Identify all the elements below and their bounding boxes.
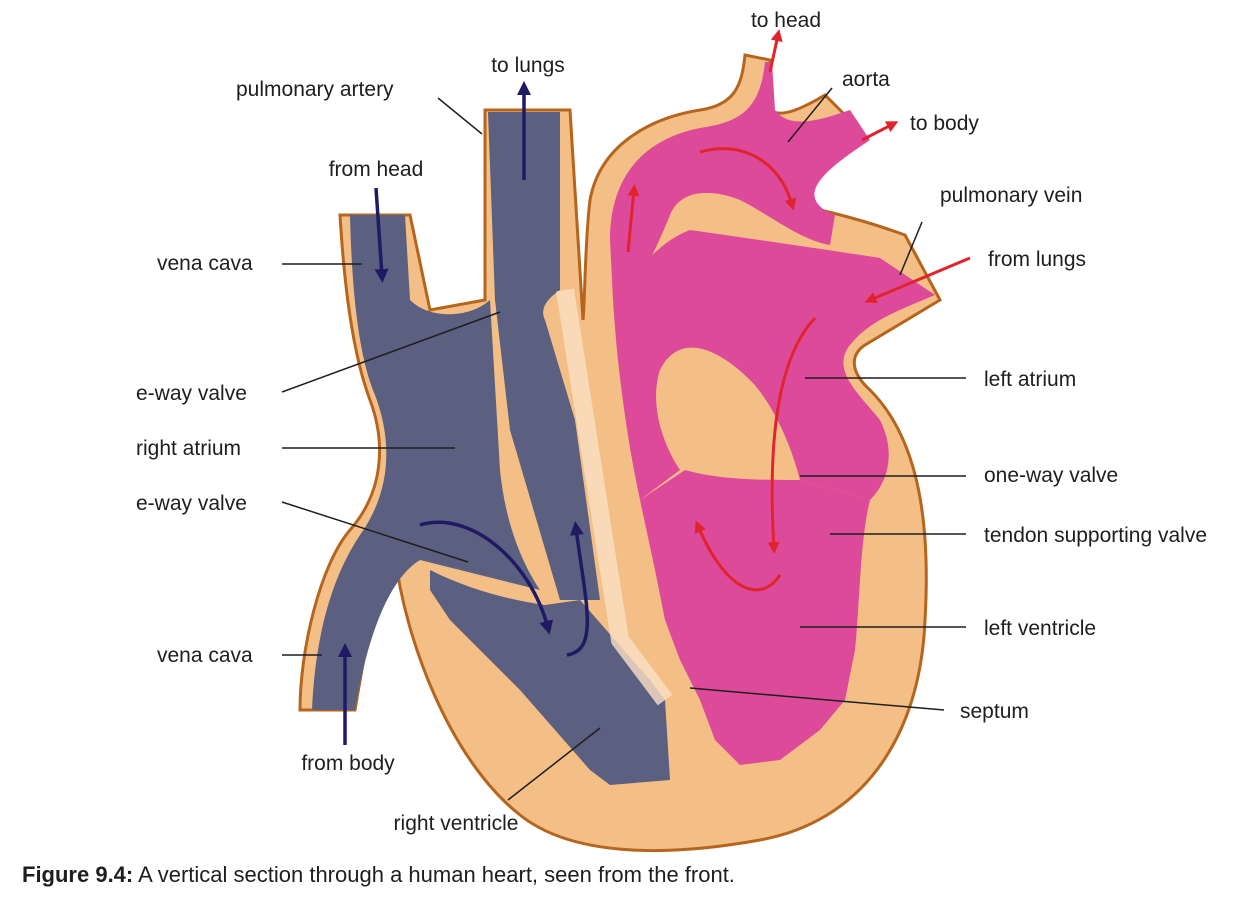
from-body-label: from body	[301, 752, 395, 775]
atrium-down-arrow	[767, 316, 817, 554]
to-head-label: to head	[751, 9, 821, 32]
right-ventricle-label: right ventricle	[394, 812, 519, 835]
figure-caption: Figure 9.4: A vertical section through a…	[22, 862, 735, 888]
e-way-valve-bottom-leader	[281, 501, 469, 563]
to-lungs-label: to lungs	[491, 54, 565, 77]
from-head-label: from head	[329, 158, 424, 181]
left-ventricle-label: left ventricle	[984, 617, 1096, 640]
left-atrium-region	[612, 230, 935, 500]
pulmonary-artery-leader	[437, 97, 483, 135]
pulmonary-vein-leader	[899, 221, 923, 276]
e-way-valve-top-leader	[281, 311, 501, 393]
to-head-arrow	[768, 29, 783, 73]
e-way-valve-top-label: e-way valve	[136, 382, 247, 405]
right-atrium-region	[312, 215, 540, 710]
one-way-valve-label: one-way valve	[984, 464, 1118, 487]
from-lungs-arrow	[864, 256, 971, 304]
left-ventricle-region	[640, 470, 870, 765]
vena-cava-top-label: vena cava	[157, 252, 253, 275]
ventricle-loop-arrow	[694, 520, 782, 592]
right-ventricle-region	[430, 570, 670, 785]
ventricle-to-artery-arrow	[566, 521, 590, 657]
caption-text: A vertical section through a human heart…	[133, 862, 735, 887]
tendon-supporting-valve-label: tendon supporting valve	[984, 524, 1207, 547]
e-way-valve-bottom-label: e-way valve	[136, 492, 247, 515]
septum-wall	[556, 288, 673, 706]
figure-number: Figure 9.4:	[22, 862, 134, 887]
left-atrium-label: left atrium	[984, 368, 1076, 391]
to-body-arrow	[861, 121, 899, 142]
pulmonary-artery-region	[488, 112, 600, 600]
right-atrium-label: right atrium	[136, 437, 241, 460]
vena-cava-bottom-label: vena cava	[157, 644, 253, 667]
from-head-arrow	[374, 187, 389, 283]
ventricle-up-arrow	[626, 184, 640, 253]
to-body-label: to body	[910, 112, 979, 135]
aorta-leader	[787, 87, 833, 143]
pulmonary-vein-label: pulmonary vein	[940, 184, 1082, 207]
aorta-region	[610, 62, 870, 280]
aorta-label: aorta	[842, 68, 890, 91]
aortic-arch-arrow	[699, 147, 797, 211]
septum-label: septum	[960, 700, 1029, 723]
pulmonary-artery-label: pulmonary artery	[236, 78, 394, 101]
atrium-to-ventricle-arrow	[419, 520, 553, 635]
from-lungs-label: from lungs	[988, 248, 1086, 271]
right-ventricle-leader	[507, 727, 601, 801]
septum-leader	[689, 687, 945, 711]
